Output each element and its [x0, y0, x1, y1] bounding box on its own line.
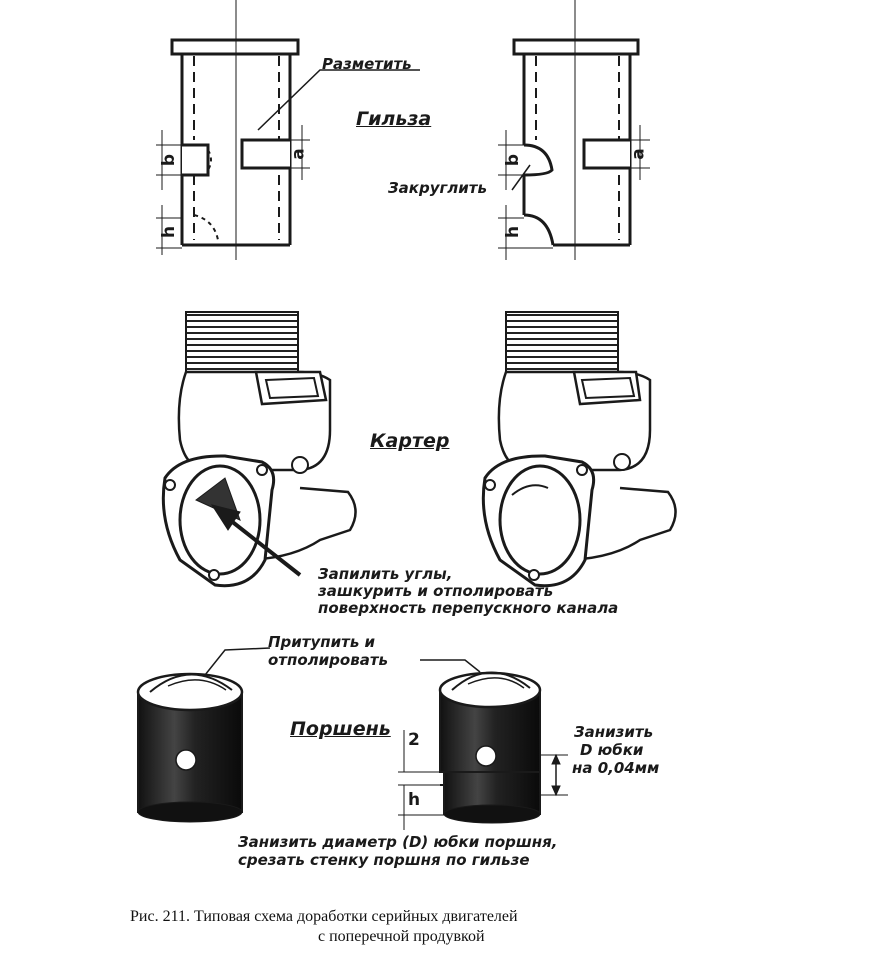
label-blunt-1: Притупить и — [268, 633, 376, 651]
dim-b-left: b — [159, 153, 180, 167]
label-sleeve: Гильза — [356, 108, 432, 130]
caption-line-1: Рис. 211. Типовая схема доработки серийн… — [130, 908, 518, 925]
caption-line-2: с поперечной продувкой — [318, 928, 485, 945]
label-lower-2: D юбки — [580, 741, 644, 759]
sleeve-right — [498, 0, 650, 260]
dim-h-left: h — [159, 225, 180, 239]
label-lower-1: Занизить — [574, 723, 654, 741]
piston-right — [398, 659, 568, 830]
crankcase-right — [481, 311, 677, 588]
sleeve-left — [156, 0, 420, 260]
crankcase-note-2: зашкурить и отполировать — [318, 582, 554, 600]
dim-a-right: a — [628, 148, 649, 160]
crankcase-left — [161, 311, 357, 588]
label-crankcase: Картер — [370, 430, 450, 452]
crankcase-note-3: поверхность перепускного канала — [318, 599, 619, 617]
label-blunt-2: отполировать — [268, 651, 388, 669]
dim-h-right: h — [503, 225, 524, 239]
label-lower-3: на 0,04мм — [572, 759, 660, 777]
piston-note-2: срезать стенку поршня по гильзе — [238, 851, 530, 869]
crankcase-note-1: Запилить углы, — [318, 565, 453, 583]
label-piston: Поршень — [290, 718, 391, 740]
piston-left — [136, 647, 271, 823]
label-mark: Разметить — [322, 55, 412, 73]
label-round: Закруглить — [388, 179, 487, 197]
dim-b-right: b — [503, 153, 524, 167]
dim-h-piston: h — [408, 790, 421, 810]
dim-a-left: a — [288, 148, 309, 160]
dim-two: 2 — [408, 730, 420, 750]
piston-note-1: Занизить диаметр (D) юбки поршня, — [238, 833, 558, 851]
